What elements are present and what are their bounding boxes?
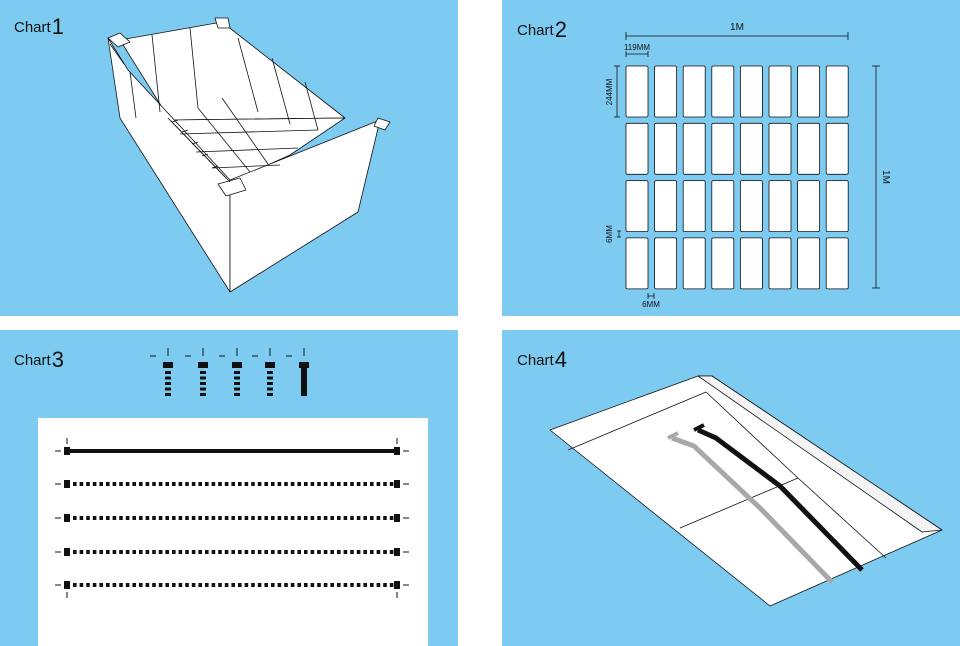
chart-4-title: Chart4 <box>517 347 567 372</box>
grid-cell <box>768 65 792 118</box>
grid-cell <box>825 65 849 118</box>
grid-cell <box>825 237 849 290</box>
chart-3-title: Chart3 <box>14 347 64 372</box>
width-dimension-label: 1M <box>730 22 744 33</box>
long-bolt-icon <box>286 348 309 396</box>
short-bolt-icon <box>219 348 242 396</box>
grid-cell <box>711 65 735 118</box>
grid-cell <box>625 65 649 118</box>
grid-cell <box>654 65 678 118</box>
dotted-rail <box>55 581 409 589</box>
grid-cell <box>711 180 735 233</box>
grid-cell <box>739 65 763 118</box>
grid-cell <box>768 122 792 175</box>
rail-board <box>38 418 428 646</box>
panel-grid-diagram: 1M 119MM 244MM 1M 6MM 6MM <box>605 22 891 309</box>
height-dimension-label: 1M <box>880 170 891 184</box>
grid-cell <box>797 180 821 233</box>
short-bolt-icon <box>150 348 173 396</box>
sloped-surface-illustration <box>549 375 943 607</box>
grid-cell <box>625 122 649 175</box>
grid-cell <box>797 65 821 118</box>
grid-cell <box>797 237 821 290</box>
vertical-gap-label: 6MM <box>605 225 614 243</box>
dotted-rail <box>55 480 409 488</box>
grid-cell <box>625 180 649 233</box>
corner-tab <box>107 32 131 48</box>
chart-2-title: Chart2 <box>517 17 567 42</box>
grid-cell <box>682 237 706 290</box>
grid-cell <box>682 180 706 233</box>
cell-width-label: 119MM <box>624 43 650 52</box>
bolt-and-rail-diagram <box>38 348 428 646</box>
short-bolt-icon <box>252 348 275 396</box>
grid-cell <box>711 237 735 290</box>
chart-1-panel: Chart1 <box>0 0 458 316</box>
box-front-wall <box>229 119 381 293</box>
grid-cell <box>768 237 792 290</box>
corner-tab <box>214 17 231 29</box>
corner-tab <box>217 177 247 197</box>
grid-cell <box>825 180 849 233</box>
grid-cell <box>739 180 763 233</box>
gray-pipe <box>671 435 834 584</box>
grid-cell <box>625 237 649 290</box>
dotted-rail <box>55 514 409 522</box>
surface-rim <box>697 375 943 533</box>
dotted-rail <box>55 548 409 556</box>
grid-cell <box>682 65 706 118</box>
open-box-illustration <box>107 17 391 293</box>
chart-2-panel: Chart2 1M <box>502 0 960 316</box>
grid-cell <box>711 122 735 175</box>
grid-cell <box>797 122 821 175</box>
short-bolt-icon <box>185 348 208 396</box>
horizontal-gap-label: 6MM <box>642 300 660 309</box>
corner-tab <box>373 117 391 131</box>
cell-height-label: 244MM <box>605 78 614 105</box>
solid-rail <box>55 447 409 455</box>
grid-cell <box>768 180 792 233</box>
grid-cell <box>654 122 678 175</box>
grid-cell <box>825 122 849 175</box>
black-pipe <box>696 427 864 572</box>
chart-1-title: Chart1 <box>14 14 64 39</box>
grid-cell <box>739 122 763 175</box>
grid-cell <box>654 180 678 233</box>
grid-cell <box>654 237 678 290</box>
grid-cell <box>739 237 763 290</box>
grid-cell <box>682 122 706 175</box>
chart-4-panel: Chart4 <box>502 330 960 646</box>
chart-3-panel: Chart3 <box>0 330 458 646</box>
